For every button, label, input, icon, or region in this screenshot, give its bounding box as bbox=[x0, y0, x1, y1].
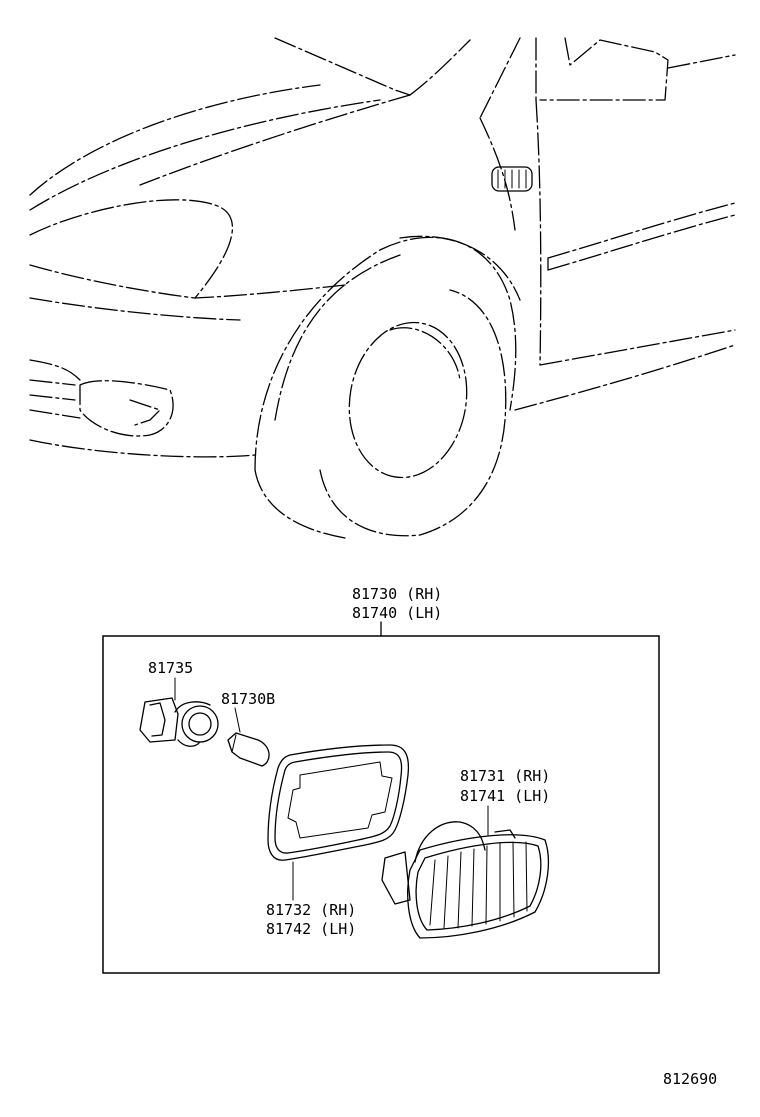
gasket-part-number-rh: 81732 (RH) bbox=[266, 901, 357, 919]
socket-part-number: 81735 bbox=[148, 659, 194, 677]
assembly-part-number-lh: 81740 (LH) bbox=[352, 604, 443, 622]
assembly-part-number-rh: 81730 (RH) bbox=[352, 585, 443, 603]
car-front-fender-view bbox=[29, 37, 736, 539]
gasket-part-number-lh: 81742 (LH) bbox=[266, 920, 357, 938]
lens-drawing bbox=[381, 805, 550, 939]
bulb-drawing bbox=[227, 707, 270, 767]
bulb-socket-drawing bbox=[139, 677, 219, 747]
assembly-box bbox=[102, 635, 660, 974]
lens-part-number-rh: 81731 (RH) bbox=[460, 767, 551, 785]
bulb-part-number: 81730B bbox=[221, 690, 276, 708]
lens-part-number-lh: 81741 (LH) bbox=[460, 787, 551, 805]
gasket-drawing bbox=[267, 744, 410, 901]
diagram-code: 812690 bbox=[663, 1070, 718, 1088]
